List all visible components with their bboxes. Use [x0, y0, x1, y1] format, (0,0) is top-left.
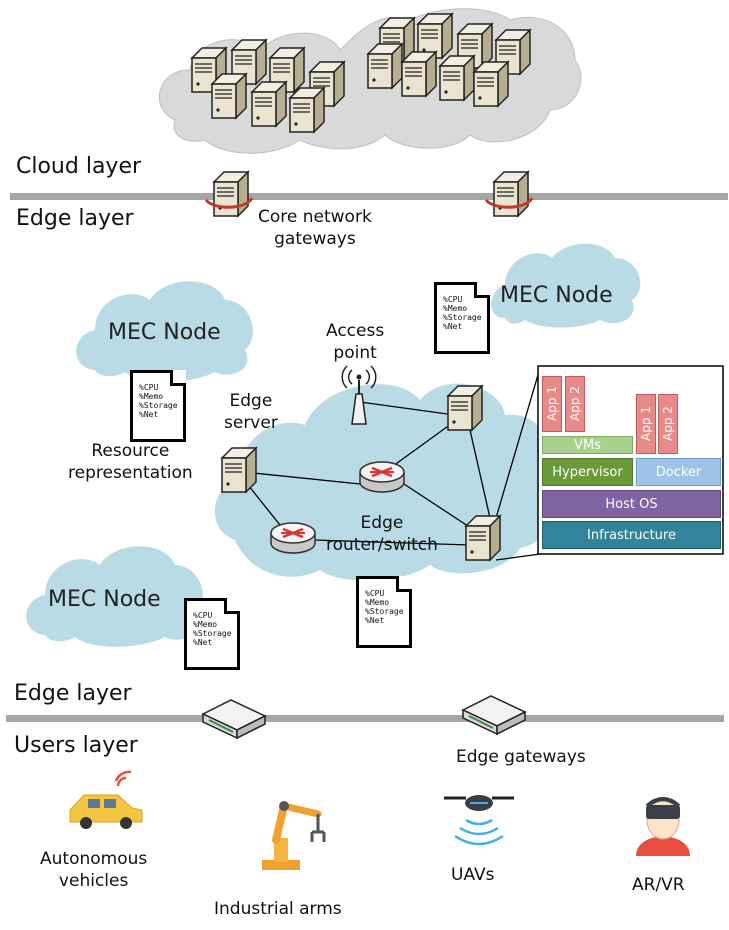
mec-node-label: MEC Node	[500, 283, 613, 308]
core-gateway-icon	[484, 171, 534, 217]
app-1-block: App 1	[636, 394, 656, 454]
users-layer-label: Users layer	[14, 733, 138, 758]
arvr-label: AR/VR	[632, 875, 685, 895]
access-point-label: Access point	[326, 321, 385, 363]
edge-gateways-label: Edge gateways	[456, 747, 586, 767]
autonomous-vehicles-label: Autonomous vehicles	[40, 849, 148, 891]
resource-metrics: %CPU %Memo %Storage %Net	[139, 383, 178, 419]
edge-users-divider	[6, 715, 724, 722]
car-icon	[69, 770, 143, 829]
vms-block: VMs	[542, 436, 633, 454]
edge-router-icon	[269, 521, 317, 555]
resource-representation-label: Resource representation	[68, 441, 193, 483]
docker-block: Docker	[636, 458, 721, 486]
cloud-edge-divider	[10, 193, 728, 200]
mec-cloud-shape	[26, 546, 203, 647]
edge-server-label: Edge server	[224, 391, 278, 433]
resource-metrics: %CPU %Memo %Storage %Net	[365, 589, 404, 625]
host-os-block: Host OS	[542, 490, 721, 518]
industrial-arm-icon	[262, 801, 326, 870]
edge-router-icon	[358, 460, 406, 494]
drone-icon	[444, 795, 514, 846]
resource-document-icon: %CPU %Memo %Storage %Net	[184, 598, 240, 670]
core-gateway-icon	[204, 171, 254, 217]
edge-gateway-icon	[202, 699, 266, 739]
edge-layer-label: Edge layer	[14, 681, 132, 706]
uavs-label: UAVs	[451, 865, 495, 885]
mec-node-label: MEC Node	[108, 320, 221, 345]
resource-document-icon: %CPU %Memo %Storage %Net	[356, 576, 412, 648]
cloud-layer-label: Cloud layer	[16, 154, 142, 179]
industrial-arms-label: Industrial arms	[214, 899, 342, 919]
vr-headset-user-icon	[636, 797, 690, 856]
resource-document-icon: %CPU %Memo %Storage %Net	[434, 282, 490, 354]
resource-metrics: %CPU %Memo %Storage %Net	[443, 295, 482, 331]
edge-server-icon	[221, 447, 257, 493]
access-point-icon	[341, 365, 377, 425]
edge-gateway-icon	[462, 695, 526, 735]
hypervisor-block: Hypervisor	[542, 458, 633, 486]
edge-server-icon	[447, 385, 483, 431]
mec-cloud-shape	[491, 243, 641, 328]
mec-cloud-shape	[76, 281, 253, 382]
infrastructure-block: Infrastructure	[542, 521, 721, 549]
edge-server-icon	[465, 515, 501, 561]
resource-metrics: %CPU %Memo %Storage %Net	[193, 611, 232, 647]
app-2-block: App 2	[565, 376, 585, 432]
mec-node-label: MEC Node	[48, 587, 161, 612]
app-1-block: App 1	[542, 376, 562, 432]
app-2-block: App 2	[658, 394, 678, 454]
resource-document-icon: %CPU %Memo %Storage %Net	[130, 370, 186, 442]
core-gateways-label: Core network gateways	[258, 207, 372, 249]
edge-router-label: Edge router/switch	[326, 513, 438, 555]
edge-layer-label: Edge layer	[16, 206, 134, 231]
